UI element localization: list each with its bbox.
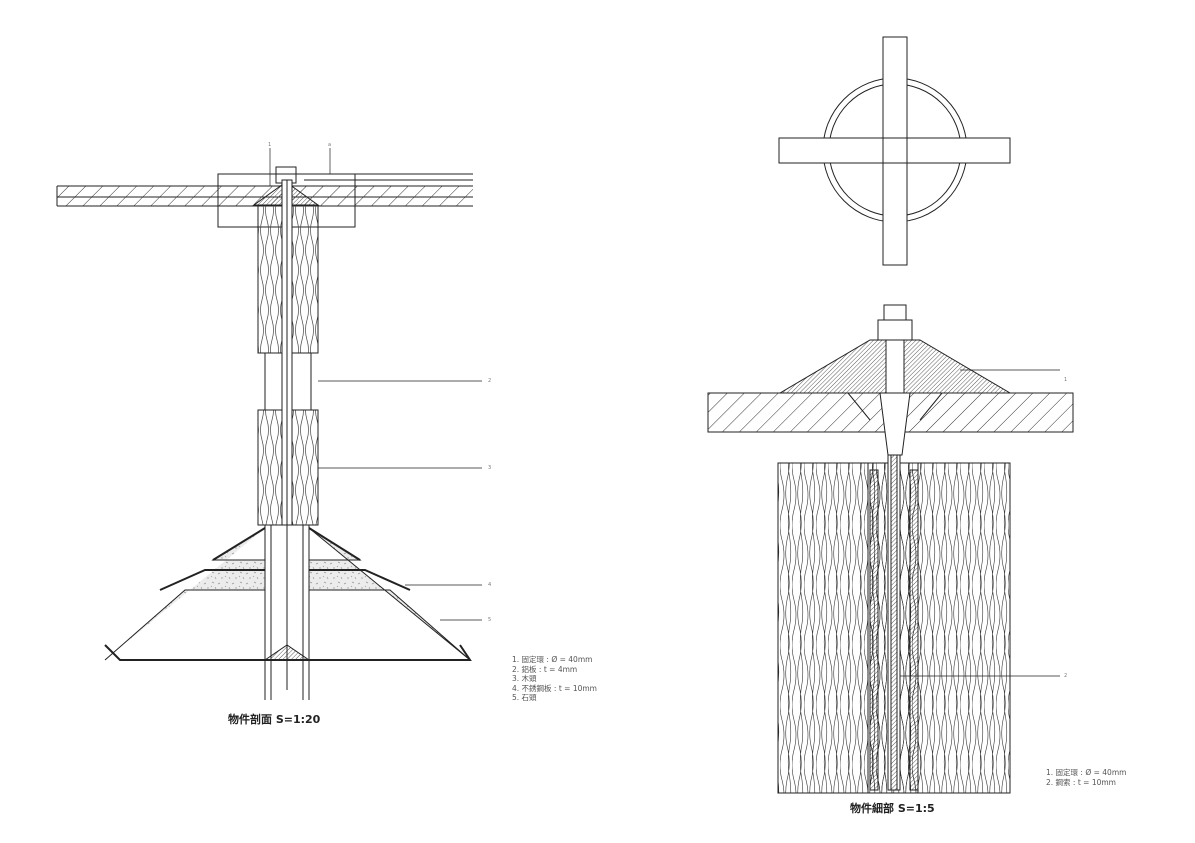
legend-item: 2. 鋁板 : t = 4mm (512, 664, 578, 674)
callout-3: 3 (488, 465, 492, 471)
legend-item: 2. 鋼索 : t = 10mm (1046, 777, 1116, 787)
callout-2: 2 (488, 378, 492, 384)
callout-1: 1 (268, 142, 272, 148)
callout-a: a (328, 142, 332, 148)
callout-5: 5 (488, 617, 492, 623)
legend-item: 5. 石頭 (512, 693, 537, 702)
section-legend: 1. 固定環 : Ø = 40mm 2. 鋁板 : t = 4mm 3. 木頭 … (512, 655, 597, 703)
detail-callout-2: 2 (1064, 673, 1068, 679)
section-drawing (56, 148, 482, 700)
detail-callout-1: 1 (1064, 377, 1068, 383)
detail-drawing (707, 304, 1074, 794)
legend-item: 1. 固定環 : Ø = 40mm (1046, 768, 1127, 777)
detail-title: 物件細部 S=1:5 (850, 802, 935, 815)
legend-item: 4. 不銹鋼板 : t = 10mm (512, 683, 597, 693)
legend-item: 3. 木頭 (512, 674, 537, 683)
callout-4: 4 (488, 582, 492, 588)
detail-legend: 1. 固定環 : Ø = 40mm 2. 鋼索 : t = 10mm (1046, 768, 1126, 787)
legend-item: 1. 固定環 : Ø = 40mm (512, 655, 593, 664)
section-title: 物件剖面 S=1:20 (228, 713, 321, 726)
plan-view (778, 36, 1011, 266)
